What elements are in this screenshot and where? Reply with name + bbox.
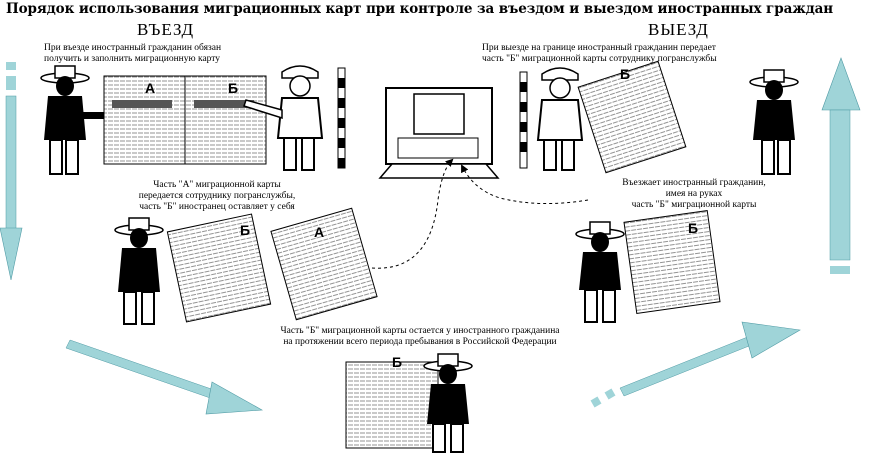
caption-line: имея на руках [665, 189, 723, 199]
middle-card-a [270, 207, 378, 321]
caption-bottom: Часть "Б" миграционной карты остается у … [190, 326, 650, 348]
middle-left-traveler [114, 217, 164, 325]
caption-line: часть "Б" иностранец оставляет у себя [139, 202, 295, 212]
caption-line: часть "Б" миграционной карты [631, 200, 757, 210]
caption-exit-middle: Въезжает иностранный гражданин, имея на … [584, 178, 804, 211]
card-letter-b-middle-right: Б [688, 220, 699, 236]
card-letter-b-exit: Б [620, 66, 631, 82]
connector-right [461, 164, 589, 205]
connector-left [371, 158, 454, 269]
left-down-arrow [0, 62, 23, 281]
entry-traveler [40, 65, 106, 175]
exit-border-guard [536, 67, 584, 171]
caption-line: часть "Б" миграционной карты сотруднику … [482, 54, 717, 64]
caption-line: При въезде иностранный гражданин обязан [44, 43, 222, 53]
bottom-traveler [423, 353, 473, 453]
exit-heading: ВЫЕЗД [648, 20, 709, 39]
exit-traveler [749, 69, 799, 175]
caption-line: Въезжает иностранный гражданин, [622, 178, 766, 188]
middle-right-traveler [575, 221, 625, 323]
caption-line: передается сотруднику погранслужбы, [138, 191, 296, 201]
card-letter-b-middle: Б [240, 222, 251, 238]
entry-border-guard [243, 65, 324, 171]
exit-card-b [577, 60, 687, 174]
computer-terminal [378, 87, 500, 179]
caption-exit-top: При выезде на границе иностранный гражда… [482, 43, 842, 65]
exit-border-post [519, 71, 528, 169]
entry-heading: ВЪЕЗД [137, 20, 195, 39]
caption-line: Часть "А" миграционной карты [153, 180, 281, 190]
caption-entry-middle: Часть "А" миграционной карты передается … [92, 180, 342, 213]
right-up-arrow [821, 57, 861, 274]
middle-card-b [166, 213, 272, 323]
entry-card-pair [103, 75, 267, 165]
card-letter-a-middle: А [314, 224, 325, 240]
caption-line: получить и заполнить миграционную карту [44, 54, 221, 64]
caption-entry-top: При въезде иностранный гражданин обязан … [44, 43, 334, 65]
entry-border-post [337, 67, 346, 169]
page-title: Порядок использования миграционных карт … [6, 1, 834, 17]
caption-line: на протяжении всего периода пребывания в… [283, 337, 557, 347]
card-letter-b-bottom: Б [392, 354, 403, 370]
card-letter-b-entry: Б [228, 80, 239, 96]
bottom-card-b [345, 361, 439, 449]
bottom-right-arrow [590, 321, 801, 408]
bottom-left-arrow [65, 339, 264, 415]
caption-line: Часть "Б" миграционной карты остается у … [280, 326, 560, 336]
card-letter-a-entry: А [145, 80, 156, 96]
middle-right-card-b [623, 210, 721, 314]
caption-line: При выезде на границе иностранный гражда… [482, 43, 716, 53]
